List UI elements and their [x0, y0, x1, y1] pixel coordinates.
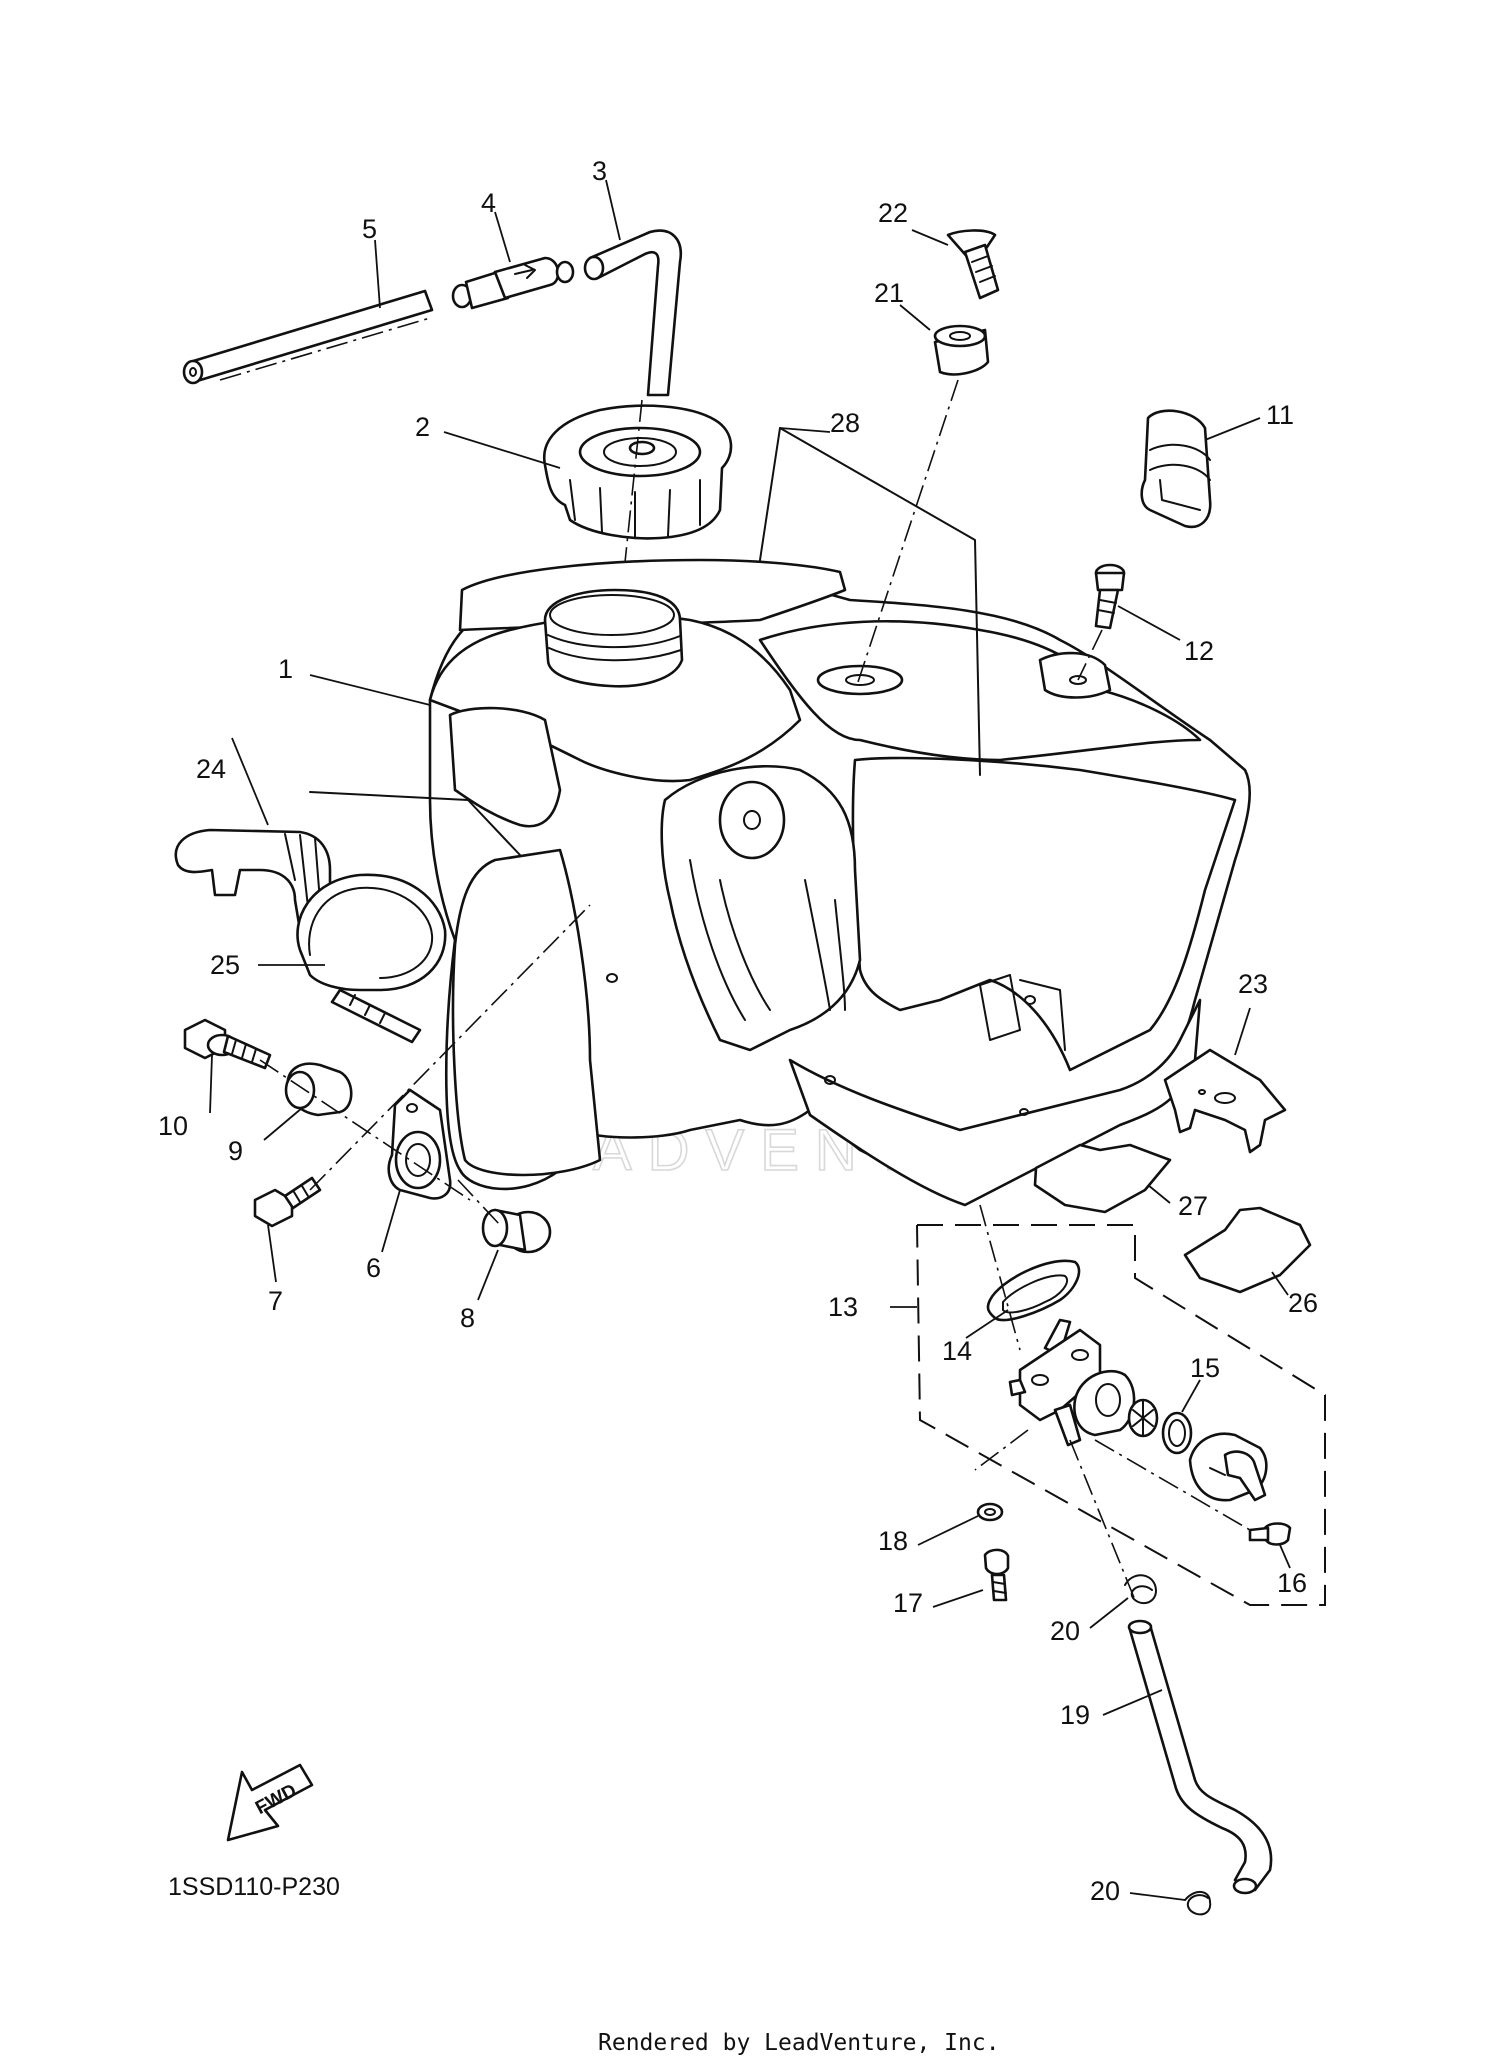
part-15-o-ring — [1161, 1411, 1193, 1455]
callout-13: 13 — [828, 1292, 858, 1322]
callout-9: 9 — [228, 1136, 243, 1166]
part-11-clip — [1140, 409, 1212, 529]
callout-4: 4 — [481, 188, 496, 218]
callout-7: 7 — [268, 1286, 283, 1316]
part-13-fuel-cock — [1008, 1318, 1136, 1447]
callout-16: 16 — [1277, 1568, 1307, 1598]
part-9-damper — [284, 1062, 353, 1117]
part-13-lever-plate — [1188, 1432, 1268, 1502]
part-20-clamp-upper — [1124, 1574, 1157, 1605]
part-2-fuel-cap — [542, 399, 733, 611]
callout-8: 8 — [460, 1303, 475, 1333]
part-14-gasket — [986, 1259, 1081, 1322]
part-5-vent-hose — [182, 289, 434, 385]
part-20-clamp-lower — [1184, 1891, 1212, 1916]
callout-11: 11 — [1266, 400, 1294, 430]
callout-3: 3 — [592, 156, 607, 186]
callout-10: 10 — [158, 1111, 188, 1141]
part-7-bolt — [253, 1176, 322, 1228]
part-24-leader-pointer — [309, 791, 521, 856]
part-23-bracket — [1163, 1048, 1287, 1154]
part-3-bent-hose — [583, 229, 683, 397]
callout-23: 23 — [1238, 969, 1268, 999]
callout-17: 17 — [893, 1588, 923, 1618]
callout-5: 5 — [362, 214, 377, 244]
callout-6: 6 — [366, 1253, 381, 1283]
part-10-bolt — [183, 1018, 272, 1070]
part-12-bolt — [1077, 563, 1126, 681]
part-17-screw — [983, 1548, 1010, 1602]
rendered-by-credit: Rendered by LeadVenture, Inc. — [598, 2030, 1000, 2056]
part-6-stay — [387, 1088, 452, 1200]
part-22-bolt — [946, 229, 1000, 300]
callout-12: 12 — [1184, 636, 1214, 666]
part-19-fuel-hose — [1127, 1619, 1273, 1895]
callout-15: 15 — [1190, 1353, 1220, 1383]
part-4-check-valve — [451, 256, 575, 310]
part-8-collar — [481, 1208, 552, 1254]
part-25-band — [296, 873, 447, 1044]
cock-centerlines — [974, 1204, 1251, 1601]
part-13-filter-disc — [1127, 1398, 1159, 1438]
callout-20-lower: 20 — [1090, 1876, 1120, 1906]
callout-1: 1 — [278, 654, 293, 684]
callout-18: 18 — [878, 1526, 908, 1556]
callout-22: 22 — [878, 198, 908, 228]
fwd-arrow: FWD — [226, 1763, 314, 1842]
part-26-insulator — [1183, 1206, 1312, 1294]
part-21-damper — [857, 324, 990, 683]
callout-28: 28 — [830, 408, 860, 438]
part-18-washer — [976, 1502, 1004, 1522]
part-27-insulator — [1033, 1143, 1172, 1214]
mount-centerlines — [259, 904, 591, 1226]
callout-19: 19 — [1060, 1700, 1090, 1730]
part-1-fuel-tank — [428, 558, 1252, 1207]
callout-2: 2 — [415, 412, 430, 442]
callout-21: 21 — [874, 278, 904, 308]
callout-24: 24 — [196, 754, 226, 784]
callouts: 1 2 3 4 5 6 7 8 9 10 11 12 13 14 15 16 1… — [158, 156, 1318, 1906]
leader-lines — [209, 179, 1291, 1901]
part-16-screw — [1248, 1522, 1292, 1546]
callout-25: 25 — [210, 950, 240, 980]
callout-27: 27 — [1178, 1191, 1208, 1221]
callout-26: 26 — [1288, 1288, 1318, 1318]
part-28-decal — [759, 427, 981, 776]
diagram-code: 1SSD110-P230 — [168, 1873, 340, 1901]
callout-20-upper: 20 — [1050, 1616, 1080, 1646]
callout-14: 14 — [942, 1336, 972, 1366]
